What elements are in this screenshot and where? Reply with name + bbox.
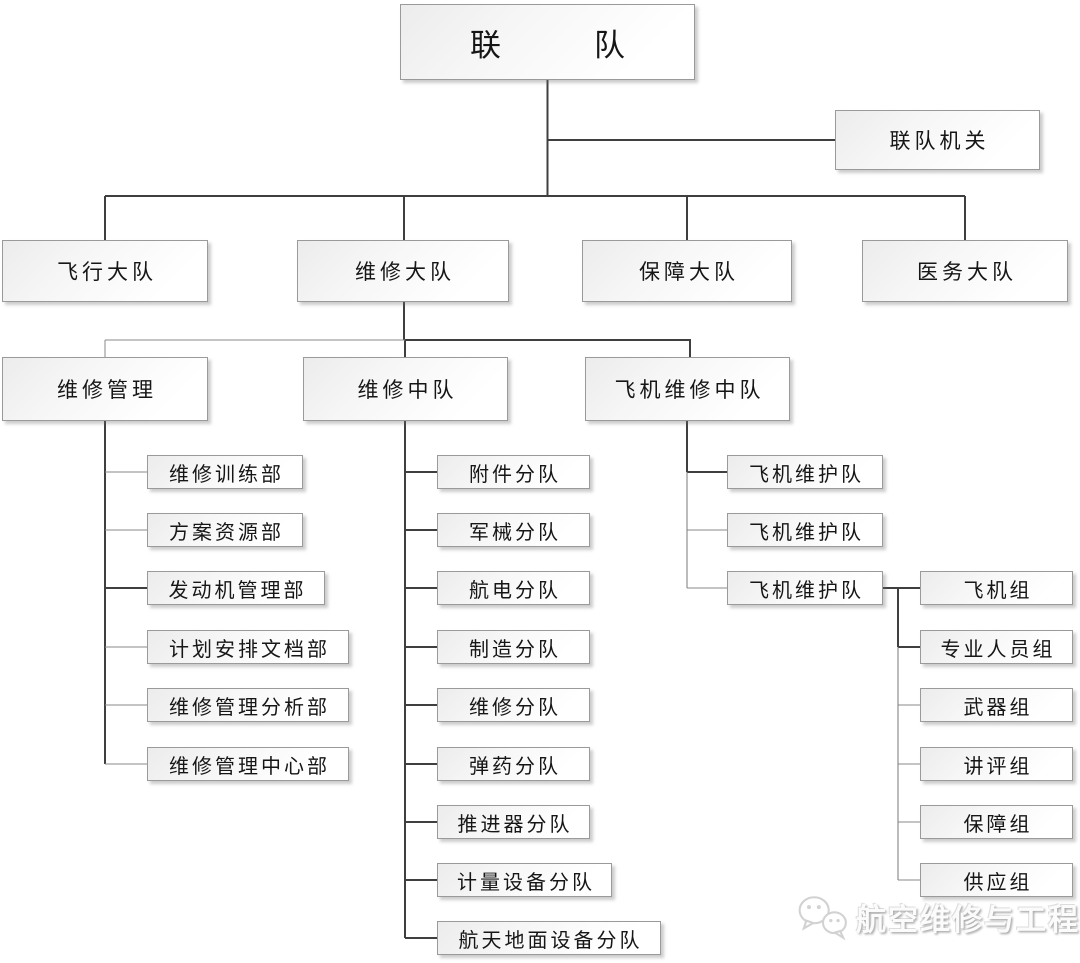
node-maintenance-training-dept: 维修训练部 (147, 455, 303, 489)
node-maintenance-management: 维修管理 (2, 357, 208, 421)
node-metrology-equipment-flight: 计量设备分队 (437, 863, 612, 897)
node-wing-headquarters: 联队机关 (835, 110, 1040, 170)
node-maintenance-center-dept: 维修管理中心部 (147, 747, 349, 781)
node-propulsion-flight: 推进器分队 (437, 805, 590, 839)
node-maintenance-analysis-dept: 维修管理分析部 (147, 688, 349, 722)
node-support-crew: 保障组 (920, 805, 1073, 839)
node-weapons-crew: 武器组 (920, 688, 1073, 722)
node-maintenance-group: 维修大队 (297, 240, 509, 302)
node-accessories-flight: 附件分队 (437, 455, 590, 489)
node-aircraft-crew: 飞机组 (920, 571, 1073, 605)
node-avionics-flight: 航电分队 (437, 571, 590, 605)
node-flight-group: 飞行大队 (2, 240, 208, 302)
node-supply-crew: 供应组 (920, 863, 1073, 897)
node-planning-scheduling-docs-dept: 计划安排文档部 (147, 630, 349, 664)
node-aircraft-maintenance-unit-3: 飞机维护队 (727, 571, 883, 605)
node-armament-flight: 军械分队 (437, 513, 590, 547)
node-munitions-flight: 弹药分队 (437, 747, 590, 781)
node-engine-management-dept: 发动机管理部 (147, 571, 325, 605)
node-wing: 联 队 (400, 4, 695, 80)
node-aircraft-maintenance-unit-1: 飞机维护队 (727, 455, 883, 489)
node-support-group: 保障大队 (582, 240, 792, 302)
node-debrief-crew: 讲评组 (920, 747, 1073, 781)
node-program-resources-dept: 方案资源部 (147, 513, 303, 547)
node-maintenance-squadron: 维修中队 (303, 357, 508, 421)
node-aircraft-maintenance-squadron: 飞机维修中队 (585, 357, 790, 421)
node-aircraft-maintenance-unit-2: 飞机维护队 (727, 513, 883, 547)
node-medical-group: 医务大队 (862, 240, 1068, 302)
node-maintenance-flight: 维修分队 (437, 688, 590, 722)
node-fabrication-flight: 制造分队 (437, 630, 590, 664)
node-aerospace-ground-equipment-flight: 航天地面设备分队 (437, 921, 661, 955)
node-specialist-crew: 专业人员组 (920, 630, 1073, 664)
